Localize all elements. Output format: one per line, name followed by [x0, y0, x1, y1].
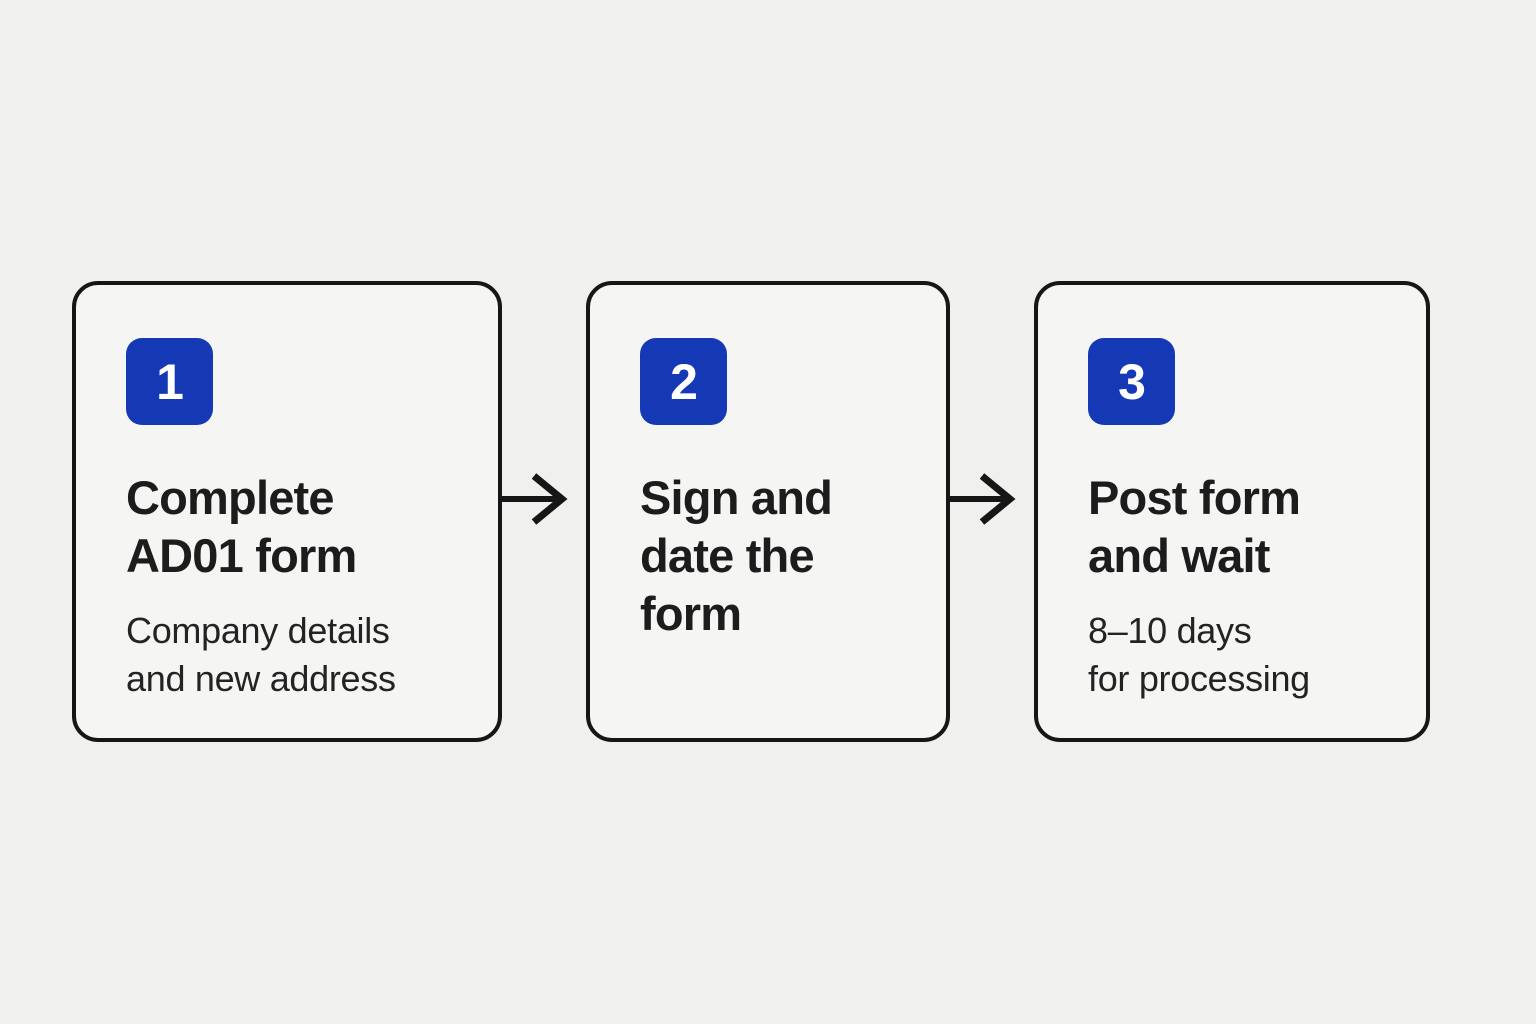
step-2-title: Sign and date the form: [640, 471, 833, 640]
step-1-number-badge: 1: [126, 338, 213, 425]
step-3-number: 3: [1118, 353, 1146, 410]
step-2-number-badge: 2: [640, 338, 727, 425]
arrow-right-icon: [501, 473, 568, 525]
step-3-subtitle: 8–10 days for processing: [1088, 610, 1310, 699]
step-card-2: 2 Sign and date the form: [586, 281, 950, 742]
step-2-number: 2: [670, 353, 698, 410]
step-1-subtitle: Company details and new address: [126, 610, 396, 699]
step-3-title: Post form and wait: [1088, 471, 1301, 582]
connector-1: [501, 281, 586, 742]
connector-2: [949, 281, 1034, 742]
step-3-number-badge: 3: [1088, 338, 1175, 425]
step-1-number: 1: [156, 353, 184, 410]
arrow-right-icon: [949, 473, 1016, 525]
step-card-1: 1 Complete AD01 form Company details and…: [72, 281, 502, 742]
process-flow-diagram: 1 Complete AD01 form Company details and…: [72, 281, 1430, 742]
step-card-3: 3 Post form and wait 8–10 days for proce…: [1034, 281, 1430, 742]
step-1-title: Complete AD01 form: [126, 471, 357, 582]
